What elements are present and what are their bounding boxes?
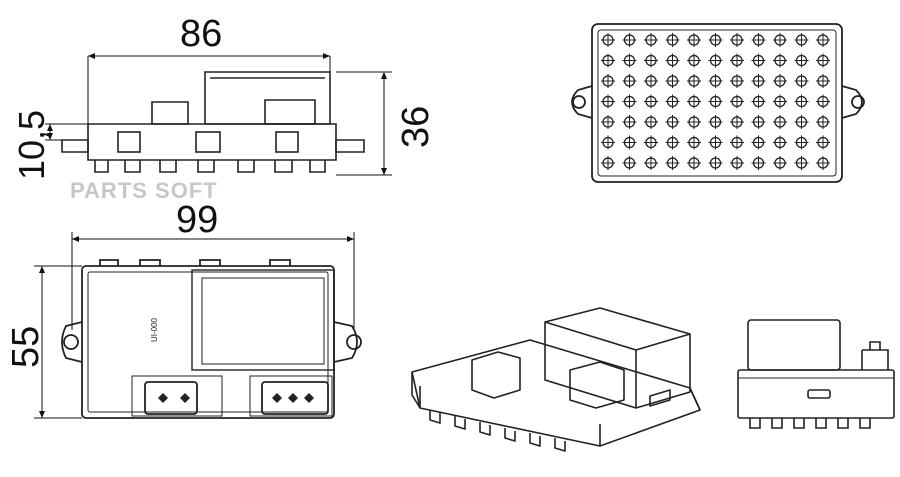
pin-cross bbox=[601, 115, 615, 129]
pin-cross bbox=[622, 115, 637, 129]
pin-cross bbox=[622, 33, 637, 47]
pin-cross bbox=[794, 33, 809, 47]
pin-cross bbox=[601, 94, 615, 109]
pin-cross bbox=[816, 33, 830, 47]
pin-cross bbox=[708, 94, 723, 109]
watermark: PARTS SOFT bbox=[70, 178, 218, 203]
plan-label: UI-000 bbox=[150, 317, 159, 342]
dimension-lines-side bbox=[45, 53, 392, 176]
dimension-lines-plan bbox=[34, 232, 355, 419]
pin-cross bbox=[622, 156, 637, 170]
pin-cross bbox=[644, 156, 658, 170]
dimension-55: 55 bbox=[5, 326, 47, 368]
pin-cross bbox=[730, 94, 744, 109]
pin-cross bbox=[665, 74, 680, 88]
pin-cross bbox=[665, 53, 680, 68]
pin-cross bbox=[730, 74, 744, 88]
pin-cross bbox=[773, 135, 787, 150]
pin-cross bbox=[794, 74, 809, 88]
dimension-99: 99 bbox=[176, 199, 218, 241]
pin-cross bbox=[601, 74, 615, 88]
pin-cross bbox=[622, 74, 637, 88]
pin-cross bbox=[816, 156, 830, 170]
dimension-10-5: 10,5 bbox=[11, 110, 52, 180]
pin-cross bbox=[816, 135, 830, 150]
pin-cross bbox=[751, 33, 766, 47]
pin-cross bbox=[751, 53, 766, 68]
end-view bbox=[737, 319, 895, 429]
pin-cross bbox=[816, 94, 830, 109]
pin-cross bbox=[751, 135, 766, 150]
pin-cross bbox=[794, 156, 809, 170]
pin-cross bbox=[708, 115, 723, 129]
pin-cross bbox=[622, 135, 637, 150]
pin-cross bbox=[730, 156, 744, 170]
pin-cross bbox=[730, 115, 744, 129]
pin-cross bbox=[751, 115, 766, 129]
pin-cross bbox=[622, 94, 637, 109]
pin-cross bbox=[773, 156, 787, 170]
pin-cross bbox=[687, 74, 701, 88]
pin-cross bbox=[708, 53, 723, 68]
dimension-86: 86 bbox=[180, 13, 222, 55]
pin-cross bbox=[665, 135, 680, 150]
pin-cross bbox=[644, 74, 658, 88]
plan-view bbox=[61, 259, 362, 419]
pin-cross bbox=[687, 94, 701, 109]
pin-cross bbox=[665, 94, 680, 109]
side-view bbox=[61, 71, 365, 173]
bottom-view bbox=[571, 23, 865, 183]
pin-cross bbox=[665, 33, 680, 47]
pin-cross bbox=[773, 74, 787, 88]
pin-cross bbox=[644, 135, 658, 150]
pin-cross bbox=[730, 33, 744, 47]
pin-cross bbox=[773, 33, 787, 47]
pin-cross bbox=[794, 53, 809, 68]
pin-cross bbox=[773, 53, 787, 68]
pin-cross bbox=[687, 115, 701, 129]
pin-cross bbox=[794, 115, 809, 129]
pin-cross bbox=[773, 115, 787, 129]
pin-cross bbox=[601, 53, 615, 68]
pin-cross bbox=[794, 135, 809, 150]
pin-cross bbox=[816, 115, 830, 129]
pin-cross bbox=[730, 53, 744, 68]
pin-cross bbox=[751, 74, 766, 88]
pin-cross bbox=[601, 156, 615, 170]
pin-cross bbox=[665, 156, 680, 170]
pin-cross bbox=[708, 156, 723, 170]
pin-cross bbox=[601, 135, 615, 150]
pin-cross bbox=[708, 135, 723, 150]
pin-cross bbox=[751, 94, 766, 109]
pin-cross bbox=[687, 135, 701, 150]
pin-cross bbox=[622, 53, 637, 68]
pin-cross bbox=[751, 156, 766, 170]
pin-cross bbox=[794, 94, 809, 109]
pin-cross bbox=[687, 156, 701, 170]
pin-cross bbox=[687, 53, 701, 68]
pin-cross bbox=[644, 53, 658, 68]
pin-cross bbox=[601, 33, 615, 47]
pin-cross bbox=[644, 115, 658, 129]
plan-connector-glyphs bbox=[158, 393, 314, 403]
pin-cross bbox=[644, 94, 658, 109]
isometric-view bbox=[411, 307, 701, 452]
dimension-36: 36 bbox=[395, 106, 437, 148]
pin-cross bbox=[687, 33, 701, 47]
pin-cross bbox=[708, 33, 723, 47]
pin-cross bbox=[816, 53, 830, 68]
pin-cross bbox=[730, 135, 744, 150]
pin-cross bbox=[665, 115, 680, 129]
pin-cross bbox=[644, 33, 658, 47]
pin-grid bbox=[601, 33, 830, 170]
pin-cross bbox=[708, 74, 723, 88]
pin-cross bbox=[816, 74, 830, 88]
pin-cross bbox=[773, 94, 787, 109]
